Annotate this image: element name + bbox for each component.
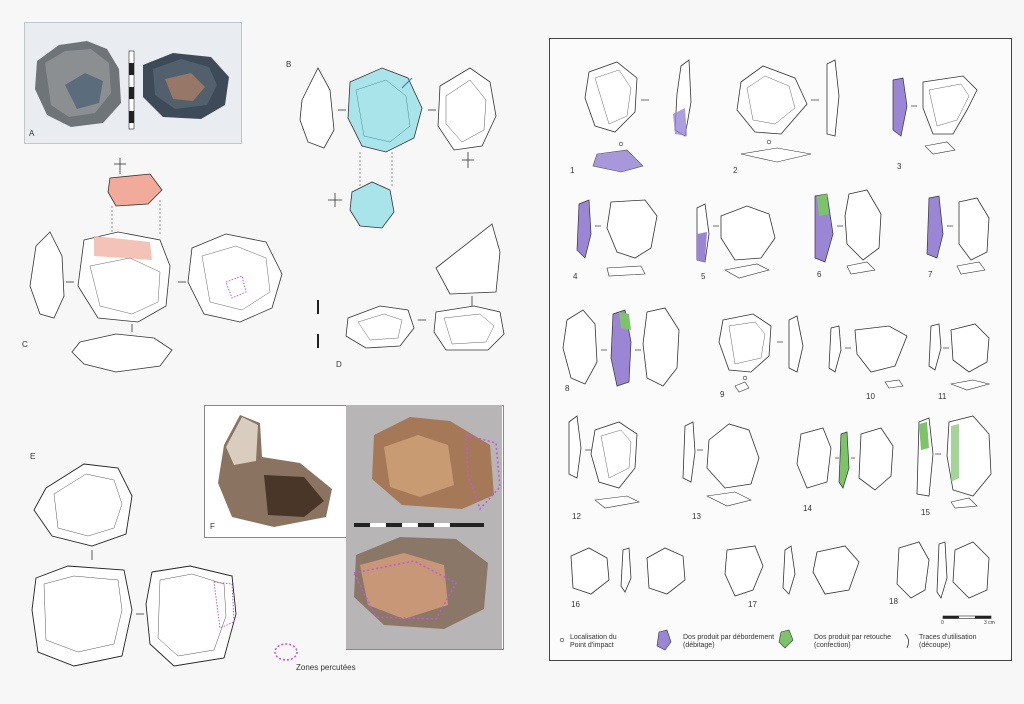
artifact-number-17: 17 (748, 600, 757, 609)
label-f: F (210, 522, 215, 531)
artifact-number-3: 3 (897, 162, 902, 171)
artifact-number-18: 18 (889, 597, 898, 606)
label-a: A (29, 129, 35, 138)
drawing-c (29, 158, 283, 373)
drawing-d (317, 223, 505, 351)
artifact-drawings (559, 59, 992, 651)
legend-traces-line2: (découpe) (919, 642, 951, 649)
artifact-number-11: 11 (938, 392, 947, 401)
legend-impact-line2: Point d'impact (570, 642, 614, 649)
legend-debordement-line1: Dos produit par débordement (683, 634, 775, 641)
drawing-b (299, 67, 497, 229)
flint-photos-f (218, 415, 501, 629)
artifact-number-13: 13 (692, 512, 701, 521)
label-e: E (30, 452, 36, 461)
label-b: B (286, 60, 292, 69)
artifact-number-10: 10 (866, 392, 875, 401)
artifact-number-9: 9 (720, 390, 725, 399)
artifact-number-4: 4 (573, 272, 578, 281)
legend-traces-line1: Traces d'utilisation (919, 634, 977, 641)
zones-percutees-label: Zones percutées (296, 663, 356, 672)
artifact-number-12: 12 (572, 512, 581, 521)
legend-debordement: Dos produit par débordement (débitage) (683, 634, 774, 650)
label-d: D (336, 360, 342, 369)
legend-impact-line1: Localisation du (570, 634, 617, 641)
legend-retouche-line2: (confection) (814, 642, 851, 649)
zones-percutees-swatch (274, 643, 298, 661)
artifact-number-5: 5 (701, 272, 706, 281)
artifact-number-8: 8 (565, 384, 570, 393)
legend-debordement-line2: (débitage) (683, 642, 715, 649)
legend-impact: Localisation du Point d'impact (570, 634, 617, 650)
legend-retouche: Dos produit par retouche (confection) (814, 634, 891, 650)
artifact-number-6: 6 (817, 270, 822, 279)
scale-zero: 0 (941, 620, 944, 626)
label-c: C (22, 340, 28, 349)
artifact-number-15: 15 (921, 508, 930, 517)
scale-label: 3 cm (984, 620, 995, 626)
artifact-number-1: 1 (570, 166, 575, 175)
artifact-number-16: 16 (571, 600, 580, 609)
drawing-e (31, 463, 237, 667)
legend-traces: Traces d'utilisation (découpe) (919, 634, 977, 650)
artifact-number-14: 14 (803, 504, 812, 513)
artifact-number-2: 2 (733, 166, 738, 175)
legend-retouche-line1: Dos produit par retouche (814, 634, 892, 641)
artifact-number-7: 7 (928, 270, 933, 279)
photo-panel-a: A (24, 22, 242, 144)
flint-photo-a (35, 41, 229, 130)
